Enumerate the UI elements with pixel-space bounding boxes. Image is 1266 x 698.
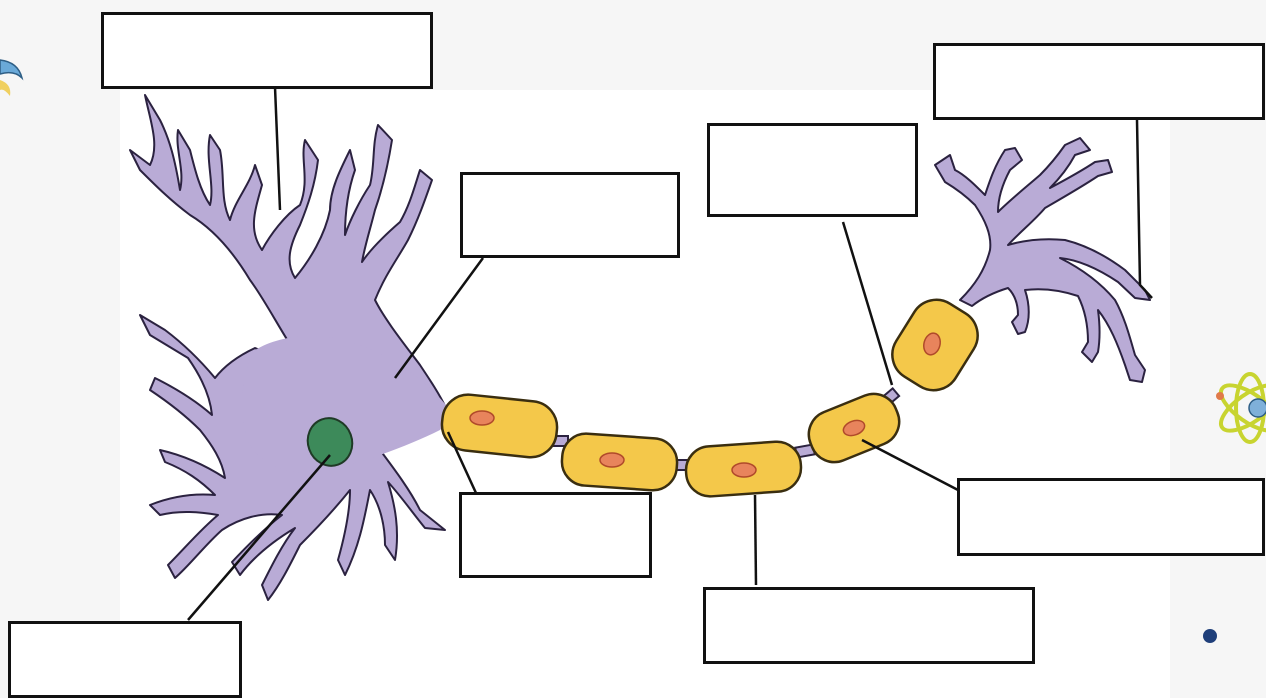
label-box-schwann-cell[interactable] <box>957 478 1265 556</box>
label-box-axon[interactable] <box>703 587 1035 664</box>
label-box-dendrites[interactable] <box>101 12 433 89</box>
dot-icon <box>1203 629 1217 643</box>
label-box-cell-body[interactable] <box>459 492 652 578</box>
label-box-axon-hillock[interactable] <box>460 172 680 258</box>
label-box-nucleus[interactable] <box>8 621 242 698</box>
label-box-axon-terminal[interactable] <box>933 43 1265 120</box>
leader-line-axon <box>755 495 756 585</box>
label-box-node-of-ranvier[interactable] <box>707 123 918 217</box>
